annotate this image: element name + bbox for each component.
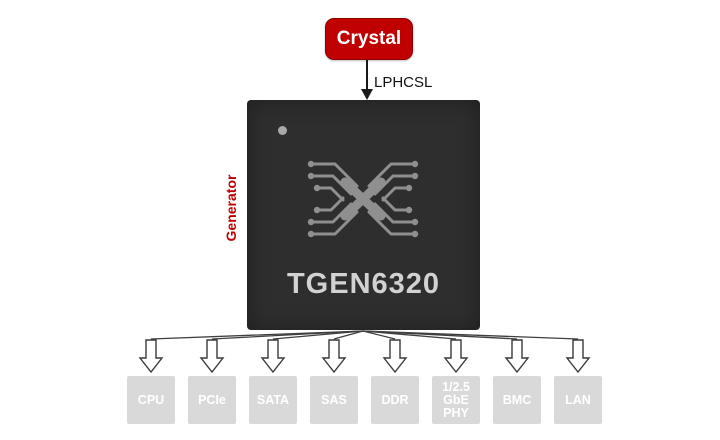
output-box-sas: SAS <box>310 376 358 424</box>
output-box-cpu: CPU <box>127 376 175 424</box>
output-down-arrows <box>139 339 590 373</box>
output-box-bmc: BMC <box>493 376 541 424</box>
pin1-dot <box>278 126 287 135</box>
output-row: CPU PCIe SATA SAS DDR 1/2.5 GbE PHY BMC … <box>127 376 603 424</box>
crystal-label: Crystal <box>336 28 402 49</box>
crystal-to-chip-arrow <box>361 58 373 100</box>
fanout-lines <box>150 330 579 340</box>
output-box-pcie: PCIe <box>188 376 236 424</box>
chip-logo-icon <box>307 160 419 238</box>
down-arrow-icon <box>566 339 590 373</box>
down-arrow-icon <box>139 339 163 373</box>
down-arrow-icon <box>505 339 529 373</box>
output-box-sata: SATA <box>249 376 297 424</box>
chip-part-number: TGEN6320 <box>286 268 441 300</box>
down-arrow-icon <box>444 339 468 373</box>
output-box-ddr: DDR <box>371 376 419 424</box>
down-arrow-icon <box>383 339 407 373</box>
down-arrow-icon <box>261 339 285 373</box>
down-arrow-icon <box>322 339 346 373</box>
output-box-lan: LAN <box>554 376 602 424</box>
bus-label: LPHCSL <box>374 74 433 91</box>
chip-package: TGEN6320 <box>247 100 480 330</box>
down-arrow-icon <box>200 339 224 373</box>
crystal-source-box: Crystal <box>325 18 413 60</box>
chip-role-label: Generator <box>223 174 239 242</box>
output-box-gbe-phy: 1/2.5 GbE PHY <box>432 376 480 424</box>
